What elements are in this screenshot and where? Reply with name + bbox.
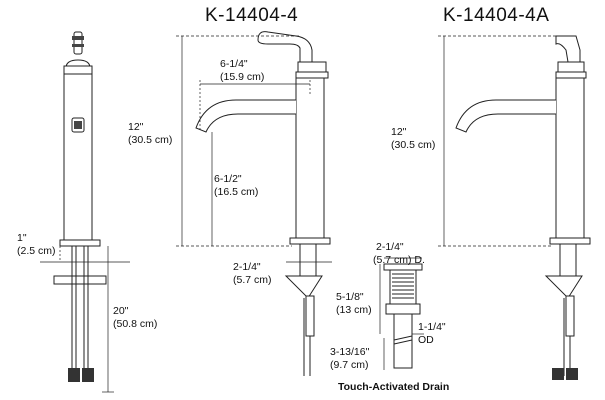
deck-height-label: 1" bbox=[17, 232, 27, 244]
drain-outlet-od-label: OD bbox=[418, 334, 434, 346]
base-diameter-label: 2-1/4" bbox=[233, 261, 261, 273]
drain-body-length-label: 5-1/8" bbox=[336, 291, 364, 303]
deck-height-metric-label: (2.5 cm) bbox=[17, 245, 56, 257]
supply-length-metric-label: (50.8 cm) bbox=[113, 318, 158, 330]
drain-caption: Touch-Activated Drain bbox=[338, 381, 450, 393]
drain-flange-label: 2-1/4" bbox=[376, 241, 404, 253]
spout-height-metric-label: (16.5 cm) bbox=[214, 186, 259, 198]
title-k-14404-4: K-14404-4 bbox=[205, 5, 299, 26]
side-dimension-lines bbox=[59, 246, 114, 393]
overall-height-4a-metric-label: (30.5 cm) bbox=[391, 139, 436, 151]
spout-reach-label: 6-1/4" bbox=[220, 58, 248, 70]
supply-length-label: 20" bbox=[113, 305, 129, 317]
drain-assembly bbox=[383, 263, 423, 369]
drain-tail-length-metric-label: (9.7 cm) bbox=[330, 359, 369, 371]
drain-tail-length-label: 3-13/16" bbox=[330, 346, 370, 358]
overall-height-label: 12" bbox=[128, 121, 144, 133]
front-4a-dimension-lines bbox=[438, 35, 560, 247]
drain-body-length-metric-label: (13 cm) bbox=[336, 304, 372, 316]
front-view-faucet bbox=[195, 31, 331, 376]
front-dimension-lines bbox=[176, 35, 332, 263]
front-view-4a-faucet bbox=[455, 35, 591, 380]
drain-outlet-label: 1-1/4" bbox=[418, 321, 446, 333]
drain-flange-metric-label: (5.7 cm) D. bbox=[373, 254, 425, 266]
drain-dimension-lines bbox=[379, 257, 424, 370]
overall-height-metric-label: (30.5 cm) bbox=[128, 134, 173, 146]
overall-height-4a-label: 12" bbox=[391, 126, 407, 138]
side-view-faucet bbox=[40, 31, 130, 382]
base-diameter-metric-label: (5.7 cm) bbox=[233, 274, 272, 286]
spout-height-label: 6-1/2" bbox=[214, 173, 242, 185]
spout-reach-metric-label: (15.9 cm) bbox=[220, 71, 265, 83]
title-k-14404-4a: K-14404-4A bbox=[443, 5, 550, 26]
